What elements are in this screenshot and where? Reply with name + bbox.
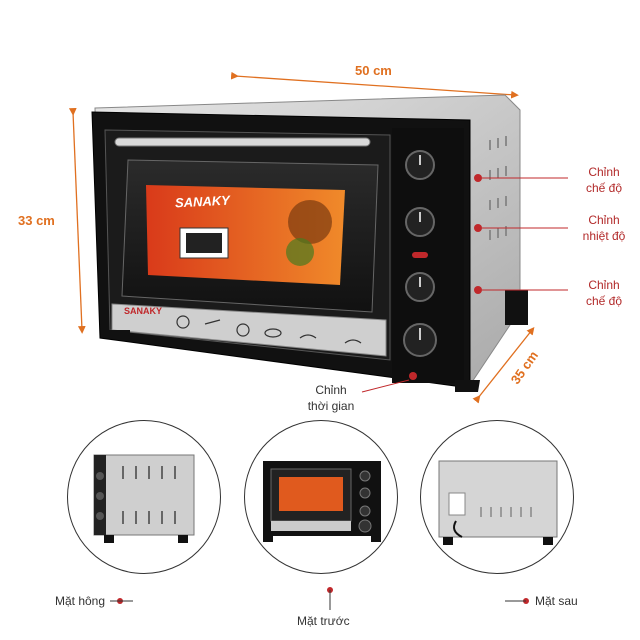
view-label-markers xyxy=(110,587,529,610)
flyer-brand-logo: SANAKY xyxy=(174,192,231,211)
callout-timer: Chỉnh thời gian xyxy=(307,383,355,413)
door-brand-logo: SANAKY xyxy=(124,306,163,316)
depth-dimension-arrow xyxy=(472,326,535,404)
side-view-circle xyxy=(67,420,221,574)
side-view-label: Mặt hông xyxy=(55,594,106,608)
callout-temperature: Chỉnh nhiệt độ xyxy=(582,213,626,243)
back-view-circle xyxy=(420,420,574,574)
width-label: 50 cm xyxy=(355,63,392,78)
product-illustration xyxy=(68,71,568,404)
height-dimension-arrow xyxy=(68,107,86,334)
callout-mode-bottom: Chỉnh chế độ xyxy=(585,278,623,308)
callout-markers xyxy=(361,174,568,393)
power-indicator xyxy=(412,252,428,258)
height-label: 33 cm xyxy=(18,213,55,228)
front-view-circle xyxy=(244,420,398,574)
width-dimension-arrow xyxy=(230,71,519,99)
oven-main xyxy=(91,94,528,392)
back-view-label: Mặt sau xyxy=(535,594,578,608)
front-view-label: Mặt trước xyxy=(297,614,350,628)
callout-mode-top: Chỉnh chế độ xyxy=(585,165,623,195)
